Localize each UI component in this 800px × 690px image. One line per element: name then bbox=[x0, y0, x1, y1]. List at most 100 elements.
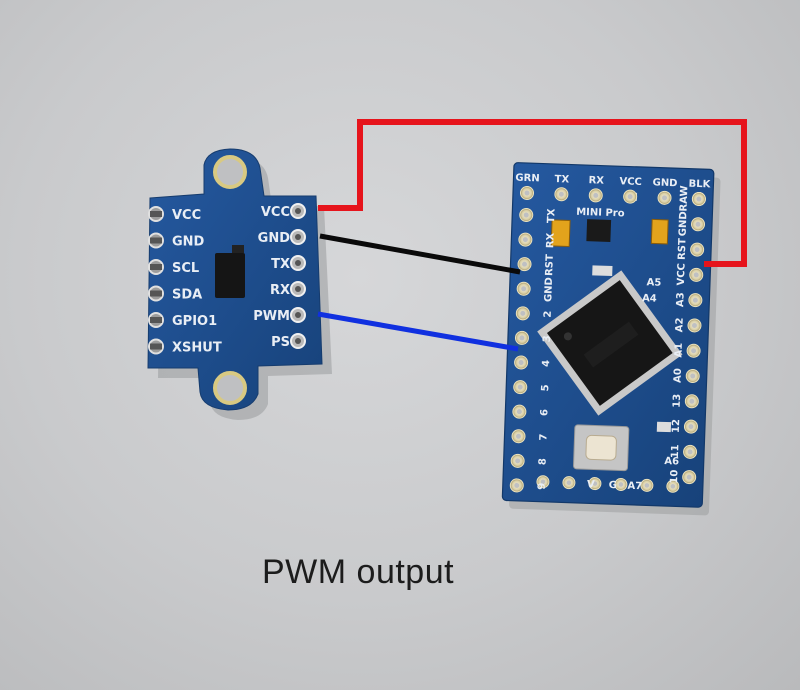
mini-bottom-pin bbox=[536, 475, 550, 489]
mini-top-label: TX bbox=[554, 174, 569, 186]
mini-right-pin-label: RAW bbox=[678, 185, 690, 211]
mini-inner-label: A5 bbox=[646, 277, 661, 289]
mini-left-pin-label: 3 bbox=[542, 335, 553, 342]
sensor-right-pin: PS bbox=[271, 333, 306, 350]
mini-right-pin-label: 12 bbox=[671, 419, 682, 433]
mini-right-pin bbox=[689, 267, 704, 282]
mini-top-label: GND bbox=[652, 177, 677, 189]
mini-left-pin-label: TX bbox=[546, 208, 558, 223]
mini-left-pin-label: 6 bbox=[539, 409, 550, 416]
sensor-right-pin: VCC bbox=[261, 203, 306, 220]
mini-inner-label: V bbox=[587, 479, 595, 490]
mini-left-pin-label: RST bbox=[544, 254, 556, 276]
mini-left-pin-label: GND bbox=[543, 277, 555, 302]
sensor-left-pin: GND bbox=[148, 232, 205, 250]
mini-bottom-pin bbox=[640, 478, 654, 492]
mini-bottom-pin bbox=[614, 477, 628, 491]
sensor-left-pin-label: GPIO1 bbox=[172, 314, 217, 329]
sensor-left-pin-label: SDA bbox=[172, 288, 202, 303]
mini-right-pin bbox=[691, 217, 706, 232]
mini-right-pin-label: 13 bbox=[672, 394, 683, 408]
sensor-left-pin: GPIO1 bbox=[148, 312, 217, 329]
sensor-right-pin: GND bbox=[258, 229, 306, 246]
mini-left-pin bbox=[518, 232, 533, 247]
sensor-right-pin-label: RX bbox=[270, 283, 290, 298]
mini-right-pin bbox=[684, 394, 699, 409]
wire-gnd bbox=[319, 233, 521, 275]
mini-right-pin-label: A3 bbox=[675, 292, 687, 307]
mini-right-pin bbox=[690, 242, 705, 257]
mini-left-pin-label: 5 bbox=[540, 384, 551, 391]
sensor-right-pin: TX bbox=[271, 255, 306, 272]
mini-top-pin bbox=[554, 187, 569, 202]
caption-text: PWM output bbox=[262, 553, 455, 591]
mini-right-pin bbox=[685, 369, 700, 384]
mini-left-pin bbox=[510, 453, 525, 468]
mini-right-pin bbox=[686, 343, 701, 358]
mini-left-pin-label: 9 bbox=[537, 483, 548, 490]
mini-top-pin bbox=[520, 186, 535, 201]
mini-left-pin-label: 7 bbox=[538, 433, 549, 440]
mini-left-pin-label: 8 bbox=[538, 458, 549, 465]
sensor-right-pin-label: TX bbox=[271, 257, 290, 272]
mini-top-label: BLK bbox=[688, 179, 711, 191]
mini-left-pin bbox=[514, 330, 529, 345]
sensor-right-pin: PWM bbox=[253, 307, 306, 324]
mini-right-pin bbox=[687, 318, 702, 333]
sensor-left-pin-label: SCL bbox=[172, 261, 199, 276]
mini-right-pin-label: GND bbox=[678, 211, 690, 236]
mini-inner-label: A4 bbox=[642, 293, 657, 305]
mini-right-pin-label: A0 bbox=[672, 368, 684, 383]
mini-bottom-pin bbox=[562, 476, 576, 490]
mini-inner-label: G bbox=[609, 480, 618, 491]
mini-right-pin-label: 10 bbox=[669, 469, 680, 483]
mini-top-label: GRN bbox=[515, 173, 540, 185]
mini-right-pin bbox=[683, 419, 698, 434]
mini-left-pin bbox=[514, 355, 529, 370]
mini-top-label: VCC bbox=[619, 176, 642, 188]
mini-top-pin bbox=[623, 189, 638, 204]
mini-left-pin bbox=[519, 208, 534, 223]
mini-left-pin-label: RX bbox=[545, 232, 557, 248]
mini-left-pin bbox=[517, 257, 532, 272]
wire-pwm bbox=[317, 311, 519, 352]
sensor-right-pin-label: GND bbox=[258, 231, 291, 246]
mcu-chip bbox=[537, 270, 683, 416]
mini-left-pin bbox=[511, 429, 526, 444]
sensor-chip bbox=[215, 253, 245, 298]
mini-left-pin bbox=[515, 306, 530, 321]
sensor-left-pin: VCC bbox=[148, 206, 201, 223]
mini-top-label: RX bbox=[588, 175, 604, 187]
mini-right-pin-label: VCC bbox=[676, 263, 688, 286]
mini-right-pin bbox=[683, 444, 698, 459]
sensor-right-pin-label: PS bbox=[271, 335, 290, 350]
sensor-right-pin-label: PWM bbox=[253, 309, 290, 324]
sensor-left-pin: SCL bbox=[148, 259, 199, 276]
mini-right-pin-label: RST bbox=[677, 238, 689, 260]
mini-right-pin bbox=[682, 470, 697, 485]
mini-right-pin-label: A2 bbox=[674, 317, 686, 332]
mini-inner-label: A6 bbox=[664, 456, 679, 468]
sensor-left-pin-label: GND bbox=[172, 235, 205, 250]
mini-left-pin bbox=[509, 478, 524, 493]
mini-bottom-pin bbox=[666, 479, 680, 493]
mini-right-pin-label: A1 bbox=[673, 343, 685, 358]
mini-top-pin bbox=[691, 192, 706, 207]
mini-right-pin-label: 11 bbox=[670, 444, 681, 458]
mini-top-pin bbox=[588, 188, 603, 203]
mini-inner-label: MINI Pro bbox=[576, 207, 625, 220]
pro-mini-board: TXRXRSTGND23456789RAWGNDRSTVCCA3A2A1A013… bbox=[501, 162, 721, 516]
sensor-left-pin: SDA bbox=[148, 285, 202, 303]
sensor-right-pin: RX bbox=[270, 281, 306, 298]
mini-inner-label: A7 bbox=[627, 481, 642, 493]
mini-bottom-pin bbox=[588, 477, 602, 491]
mini-left-pin bbox=[516, 281, 531, 296]
mini-left-pin bbox=[513, 380, 528, 395]
mini-left-pin bbox=[512, 404, 527, 419]
mini-left-pin-label: 4 bbox=[541, 360, 552, 367]
sensor-left-pin-label: XSHUT bbox=[172, 341, 222, 356]
mini-right-pin bbox=[688, 293, 703, 308]
mini-left-pin-label: 2 bbox=[543, 311, 554, 318]
